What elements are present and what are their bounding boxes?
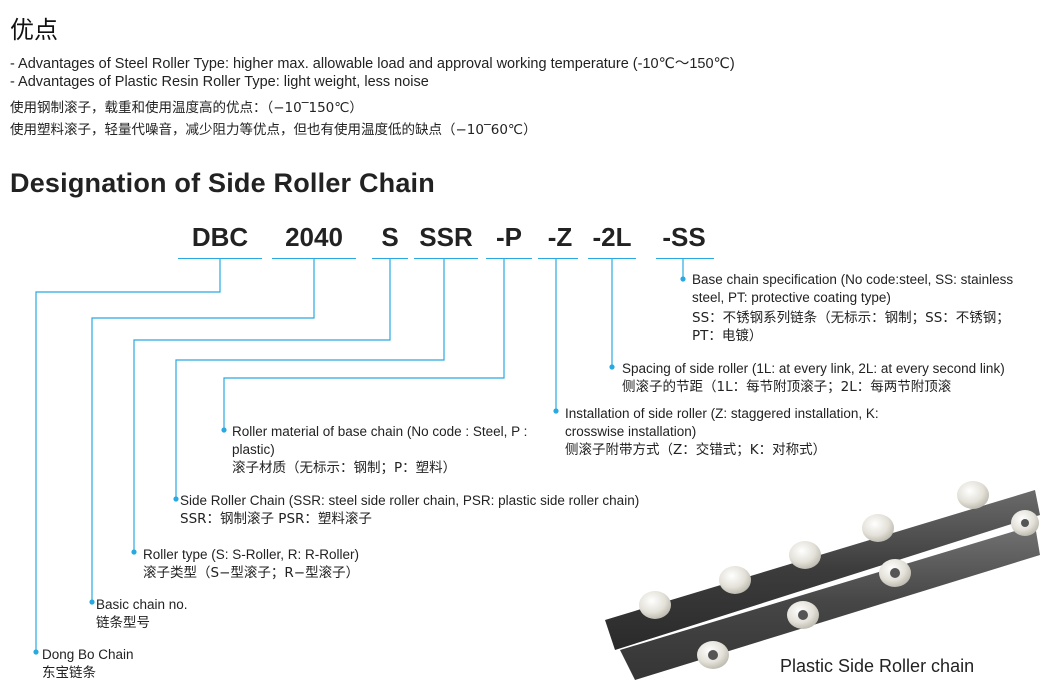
label-base-spec-en: Base chain specification (No code:steel,…: [692, 272, 1014, 305]
leader-dbc: [35, 259, 221, 650]
dot-base-spec: [680, 276, 686, 282]
label-spacing-en: Spacing of side roller (1L: at every lin…: [622, 361, 1005, 376]
roller-1: [639, 591, 729, 669]
dot-dong-bo: [33, 649, 39, 655]
label-roller-type: Roller type (S: S-Roller, R: R-Roller) 滚…: [143, 546, 443, 582]
label-dong-bo-zh: 东宝链条: [42, 665, 96, 681]
leader-p: [223, 259, 505, 428]
dot-roller-type: [131, 549, 137, 555]
roller-3: [789, 541, 911, 587]
label-side-roller-chain-zh: SSR：钢制滚子 PSR：塑料滚子: [180, 511, 372, 527]
label-dong-bo: Dong Bo Chain 东宝链条: [42, 646, 242, 682]
code-2040: 2040: [285, 222, 343, 252]
label-roller-material-zh: 滚子材质（无标示：钢制；P：塑料）: [232, 460, 457, 476]
label-dong-bo-en: Dong Bo Chain: [42, 647, 134, 662]
steel-advantage-en: - Advantages of Steel Roller Type: highe…: [10, 56, 735, 72]
label-basic-chain: Basic chain no. 链条型号: [96, 596, 296, 632]
label-spacing: Spacing of side roller (1L: at every lin…: [622, 360, 1042, 396]
underline-2l: [588, 258, 636, 259]
code-ss: -SS: [662, 222, 706, 252]
designation-heading: Designation of Side Roller Chain: [10, 168, 435, 198]
code-z: -Z: [547, 222, 573, 252]
label-roller-type-zh: 滚子类型（S−型滚子；R−型滚子）: [143, 565, 360, 581]
label-installation-en: Installation of side roller (Z: staggere…: [565, 406, 879, 439]
label-roller-material-en: Roller material of base chain (No code :…: [232, 424, 528, 457]
steel-advantage-zh: 使用钢制滚子，载重和使用温度高的优点：（−10‾150℃）: [10, 100, 363, 116]
code-ssr: SSR: [419, 222, 473, 252]
underline-z: [538, 258, 578, 259]
label-roller-type-en: Roller type (S: S-Roller, R: R-Roller): [143, 547, 360, 562]
label-installation-zh: 侧滚子附带方式（Z：交错式；K：对称式）: [565, 442, 827, 458]
label-roller-material: Roller material of base chain (No code :…: [232, 423, 550, 477]
code-dbc: DBC: [191, 222, 249, 252]
plastic-advantage-zh: 使用塑料滚子，轻量代噪音，减少阻力等优点，但也有使用温度低的缺点（−10‾60℃…: [10, 122, 537, 138]
dot-side-roller-chain: [173, 496, 179, 502]
underline-s: [372, 258, 408, 259]
label-basic-chain-en: Basic chain no.: [96, 597, 188, 612]
advantages-title: 优点: [10, 16, 58, 44]
leader-s: [133, 259, 391, 550]
underline-p: [486, 258, 532, 259]
dot-roller-material: [221, 427, 227, 433]
roller-4: [862, 481, 1039, 542]
label-base-spec-zh: SS：不锈钢系列链条（无标示：钢制；SS：不锈钢；PT：电镀）: [692, 310, 1010, 344]
underline-dbc: [178, 258, 262, 259]
code-p: -P: [496, 222, 522, 252]
side-roller-chain-image: [605, 481, 1040, 680]
code-s: S: [381, 222, 399, 252]
label-side-roller-chain-en: Side Roller Chain (SSR: steel side rolle…: [180, 493, 640, 508]
label-installation: Installation of side roller (Z: staggere…: [565, 405, 905, 459]
leader-2040: [91, 259, 315, 600]
plastic-advantage-en: - Advantages of Plastic Resin Roller Typ…: [10, 74, 429, 90]
code-2l: -2L: [592, 222, 632, 252]
dot-basic-chain: [89, 599, 95, 605]
photo-caption: Plastic Side Roller chain: [780, 656, 975, 676]
leader-ssr: [175, 259, 445, 497]
dot-installation: [553, 408, 559, 414]
label-side-roller-chain: Side Roller Chain (SSR: steel side rolle…: [180, 492, 680, 528]
underline-2040: [272, 258, 356, 259]
label-basic-chain-zh: 链条型号: [96, 615, 150, 631]
dot-spacing: [609, 364, 615, 370]
label-base-spec: Base chain specification (No code:steel,…: [692, 271, 1037, 345]
underline-ssr: [414, 258, 478, 259]
roller-2: [719, 566, 819, 629]
label-spacing-zh: 侧滚子的节距（1L：每节附顶滚子；2L：每两节附顶滚: [622, 379, 952, 395]
underline-ss: [656, 258, 714, 259]
